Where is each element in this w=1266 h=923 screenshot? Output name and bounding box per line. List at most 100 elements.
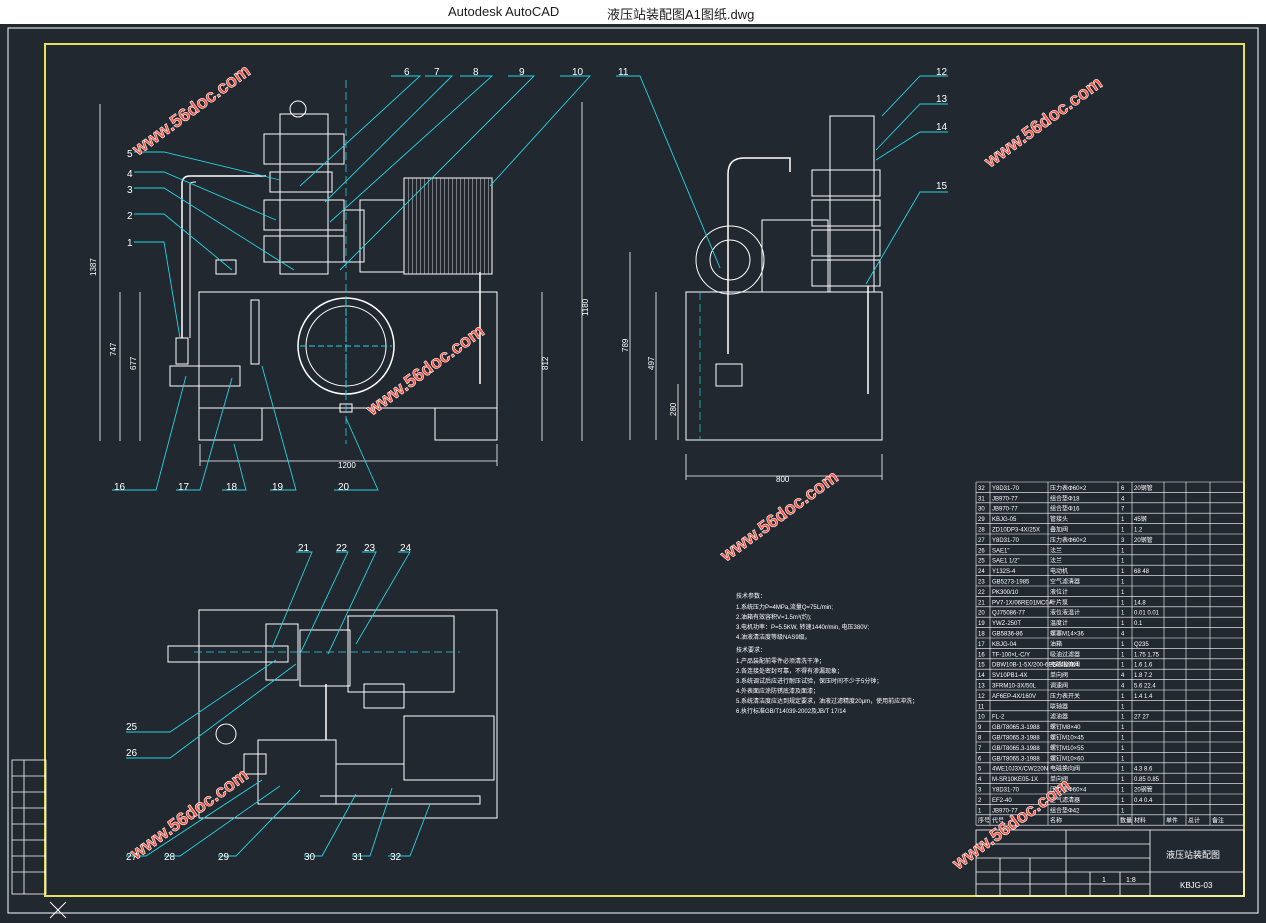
bom-row-no: 23 bbox=[978, 580, 985, 586]
bom-row-name: 空气滤清器 bbox=[1050, 578, 1080, 586]
bom-row-code: AF6EP-4X/160V bbox=[992, 694, 1036, 700]
bom-row-code: 3FRM10-3X/50L bbox=[992, 684, 1037, 690]
callout-5: 5 bbox=[127, 149, 133, 160]
callout-8: 8 bbox=[473, 67, 479, 78]
bom-row-code: SAE1 1/2" bbox=[992, 559, 1019, 565]
bom-row-qty: 4 bbox=[1121, 496, 1125, 502]
bom-row-name: 调速阀 bbox=[1050, 682, 1068, 690]
bom-row-name: 液位液温计 bbox=[1050, 609, 1080, 617]
bom-header-cell: 材料 bbox=[1134, 817, 1146, 825]
drawing-canvas[interactable]: 1387 747 677 1180 812 1200 6 7 8 9 10 5 … bbox=[0, 24, 1266, 923]
bom-row-qty: 1 bbox=[1121, 715, 1125, 721]
bom-row-material: 1.2 bbox=[1134, 528, 1143, 534]
bom-row-name: 压力表开关 bbox=[1050, 692, 1080, 700]
bom-row-qty: 1 bbox=[1121, 788, 1125, 794]
bom-row-name: 螺钉M10×45 bbox=[1050, 734, 1085, 742]
bom-row-qty: 1 bbox=[1121, 548, 1125, 554]
bom-row-qty: 1 bbox=[1121, 517, 1125, 523]
bom-header-cell: 数量 bbox=[1120, 817, 1132, 825]
bom-row-no: 27 bbox=[978, 538, 985, 544]
dim-height-mid: 677 bbox=[129, 356, 138, 370]
bom-row-code: KBJG-05 bbox=[992, 517, 1017, 523]
bom-row-code: GB/T8065.3-1988 bbox=[992, 725, 1040, 731]
bom-row-material: 27 27 bbox=[1134, 715, 1150, 721]
bom-row-no: 11 bbox=[978, 704, 985, 710]
top-view bbox=[167, 609, 498, 819]
bom-row-name: 单向阀 bbox=[1050, 775, 1068, 783]
watermark-5: www.56doc.com bbox=[126, 765, 252, 864]
bom-row-material: 68 48 bbox=[1134, 569, 1150, 575]
bom-row-code: JB970-77 bbox=[992, 808, 1018, 814]
bom-row-qty: 7 bbox=[1121, 507, 1125, 513]
dim-width: 1200 bbox=[338, 461, 356, 470]
app-name: Autodesk AutoCAD bbox=[448, 4, 560, 19]
bom-row-name: 螺钉M8×40 bbox=[1050, 723, 1081, 731]
window-title-bar: Autodesk AutoCAD 液压站装配图A1图纸.dwg bbox=[0, 0, 1266, 24]
bom-row-qty: 1 bbox=[1121, 559, 1125, 565]
bom-row-no: 17 bbox=[978, 642, 985, 648]
bom-row-code: DBW10B-1-5X/200-6EG24N9K4 bbox=[992, 663, 1079, 669]
bom-row-no: 31 bbox=[978, 496, 985, 502]
bom-row-no: 29 bbox=[978, 517, 985, 523]
bom-row-qty: 1 bbox=[1121, 756, 1125, 762]
bom-row-code: YWZ-250T bbox=[992, 621, 1021, 627]
side-dim-h2: 497 bbox=[647, 356, 656, 370]
bom-row-name: 法兰 bbox=[1050, 557, 1062, 565]
bom-row-name: 电磁溢流阀 bbox=[1050, 661, 1080, 669]
callout-13: 13 bbox=[936, 94, 948, 105]
dim-height-right2: 812 bbox=[541, 356, 550, 370]
title-block-name: 液压站装配图 bbox=[1166, 849, 1220, 860]
callout-21: 21 bbox=[298, 543, 310, 554]
bom-row-qty: 1 bbox=[1121, 694, 1125, 700]
bom-row-name: 滤油器 bbox=[1050, 713, 1068, 721]
bom-row-qty: 1 bbox=[1121, 777, 1125, 783]
callout-18: 18 bbox=[226, 482, 238, 493]
bom-header-cell: 序号 bbox=[978, 817, 990, 825]
side-view-dimensions bbox=[629, 252, 883, 480]
callout-28: 28 bbox=[164, 852, 176, 863]
tech-line-1: 1.系统压力P=4MPa,流量Q=75L/min; bbox=[736, 603, 833, 611]
bom-row-qty: 1 bbox=[1121, 652, 1125, 658]
bom-row-qty: 1 bbox=[1121, 663, 1125, 669]
bom-row-code: GB5836-86 bbox=[992, 632, 1023, 638]
bom-row-qty: 1 bbox=[1121, 569, 1125, 575]
bom-row-qty: 1 bbox=[1121, 590, 1125, 596]
req-line-4: 4.外表面应涂防锈底漆及面漆； bbox=[736, 687, 819, 695]
side-view bbox=[685, 115, 883, 441]
bom-row-code: PV7-1X/06RE01MC0A bbox=[992, 600, 1053, 606]
bom-row-no: 4 bbox=[978, 777, 982, 783]
bom-row-no: 12 bbox=[978, 694, 985, 700]
bom-row-code: TF-100×L-C/Y bbox=[992, 652, 1030, 658]
bom-row-code: GB/T8065.3-1988 bbox=[992, 746, 1040, 752]
bom-row-no: 15 bbox=[978, 663, 985, 669]
bom-row-name: 单向阀 bbox=[1050, 671, 1068, 679]
dim-height-left: 747 bbox=[109, 342, 118, 356]
bom-row-material: 20钢管 bbox=[1134, 536, 1153, 544]
tech-params-title: 技术参数： bbox=[736, 592, 766, 600]
bom-row-code: FL-2 bbox=[992, 715, 1005, 721]
callout-1: 1 bbox=[127, 238, 133, 249]
bom-row-code: KBJG-04 bbox=[992, 642, 1017, 648]
bom-row-qty: 1 bbox=[1121, 611, 1125, 617]
bom-row-material: 1.75 1.75 bbox=[1134, 652, 1160, 658]
bom-row-qty: 6 bbox=[1121, 486, 1125, 492]
bom-row-material: 1.6 1.6 bbox=[1134, 663, 1153, 669]
front-view-dimensions bbox=[99, 102, 583, 466]
tech-line-3: 3.电机功率：P=5.5KW, 转速1440r/min, 电压380V; bbox=[736, 623, 869, 631]
bom-row-qty: 1 bbox=[1121, 767, 1125, 773]
callout-25: 25 bbox=[126, 722, 138, 733]
bom-row-no: 8 bbox=[978, 736, 982, 742]
bom-row-no: 16 bbox=[978, 652, 985, 658]
bom-row-qty: 1 bbox=[1121, 621, 1125, 627]
bom-header-cell: 代号 bbox=[992, 817, 1004, 825]
bom-row-qty: 4 bbox=[1121, 673, 1125, 679]
req-line-5: 5.系统清洁度应达到规定要求，油液过滤精度20μm，使用前应冲洗； bbox=[736, 697, 918, 705]
bom-row-no: 24 bbox=[978, 569, 985, 575]
callout-22: 22 bbox=[336, 543, 348, 554]
bom-row-name: 叠加阀 bbox=[1050, 526, 1068, 534]
side-view-leaders bbox=[616, 75, 948, 285]
revision-strip bbox=[11, 759, 47, 895]
side-dim-h3: 280 bbox=[669, 402, 678, 416]
tech-req-title: 技术要求： bbox=[736, 646, 766, 654]
